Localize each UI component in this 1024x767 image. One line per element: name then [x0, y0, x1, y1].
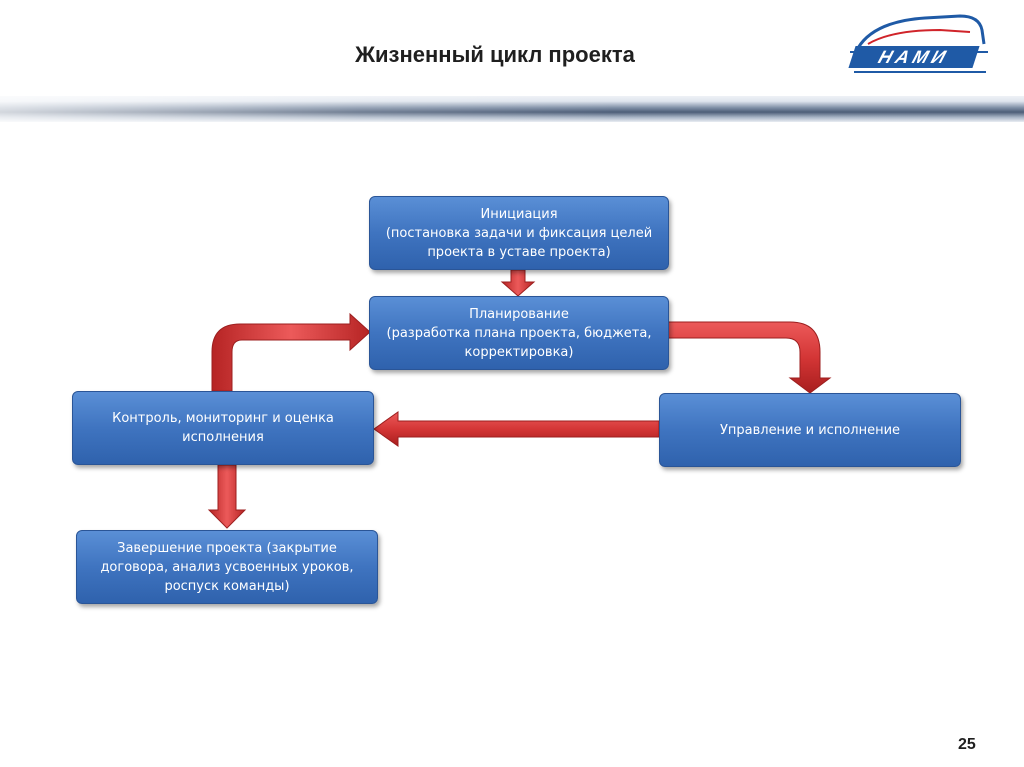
page-number: 25	[958, 736, 976, 753]
arrow-execution-to-control	[373, 411, 660, 447]
arrow-control-to-closing	[207, 464, 247, 529]
arrow-planning-to-execution	[667, 321, 832, 394]
node-closing: Завершение проекта (закрытие договора, а…	[76, 530, 378, 604]
header-band	[0, 96, 1024, 122]
slide-title: Жизненный цикл проекта	[355, 42, 635, 67]
node-planning: Планирование (разработка плана проекта, …	[369, 296, 669, 370]
node-initiation: Инициация (постановка задачи и фиксация …	[369, 196, 669, 270]
node-control: Контроль, мониторинг и оценка исполнения	[72, 391, 374, 465]
arrow-initiation-to-planning	[500, 269, 536, 297]
node-execution: Управление и исполнение	[659, 393, 961, 467]
arrow-control-to-planning	[211, 312, 371, 392]
